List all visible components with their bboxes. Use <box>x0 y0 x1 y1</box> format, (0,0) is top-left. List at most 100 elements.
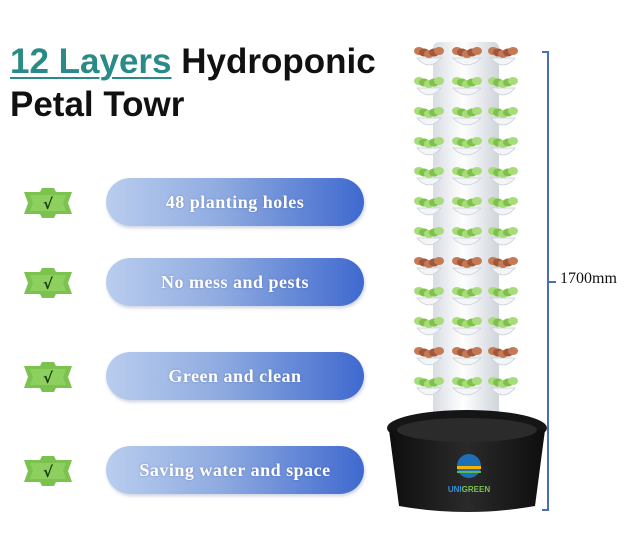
plant-leaf <box>508 107 518 115</box>
planting-cup <box>490 207 516 216</box>
plant-leaf <box>472 347 482 355</box>
plant-leaf <box>434 227 444 235</box>
height-dimension-bracket <box>542 51 556 511</box>
check-badge-icon: √ <box>24 456 72 486</box>
height-label: 1700mm <box>560 270 617 287</box>
feature-row-3: √ Green and clean <box>18 352 368 404</box>
plant-leaf <box>472 167 482 175</box>
title-accent: 12 Layers <box>10 42 172 81</box>
plant-leaf <box>472 137 482 145</box>
planting-cup <box>416 327 442 336</box>
plant-leaf <box>472 197 482 205</box>
check-symbol: √ <box>43 369 54 387</box>
planting-cup <box>416 87 442 96</box>
planting-cup <box>452 207 482 216</box>
planting-cup <box>490 357 516 366</box>
planting-cup <box>416 237 442 246</box>
planting-cup <box>416 207 442 216</box>
plant-leaf <box>508 47 518 55</box>
svg-text:UNIGREEN: UNIGREEN <box>448 485 490 494</box>
plant-leaf <box>434 47 444 55</box>
check-badge-icon: √ <box>24 188 72 218</box>
planting-cup <box>490 327 516 336</box>
brand-name-part2: GREEN <box>462 485 491 494</box>
planting-cup <box>416 267 442 276</box>
plant-leaf <box>434 197 444 205</box>
plant-leaf <box>434 287 444 295</box>
plant-leaf <box>508 347 518 355</box>
plant-layers <box>414 47 518 396</box>
planting-cup <box>452 117 482 126</box>
plant-leaf <box>508 227 518 235</box>
check-symbol: √ <box>43 275 54 293</box>
plant-leaf <box>508 377 518 385</box>
plant-leaf <box>508 197 518 205</box>
plant-leaf <box>508 137 518 145</box>
feature-row-2: √ No mess and pests <box>18 258 368 310</box>
feature-pill-2: No mess and pests <box>106 258 364 306</box>
plant-leaf <box>434 377 444 385</box>
planting-cup <box>452 237 482 246</box>
plant-leaf <box>508 167 518 175</box>
plant-leaf <box>472 257 482 265</box>
plant-leaf <box>472 107 482 115</box>
plant-leaf <box>472 47 482 55</box>
plant-leaf <box>472 377 482 385</box>
planting-cup <box>490 57 516 66</box>
plant-leaf <box>434 167 444 175</box>
plant-leaf <box>434 347 444 355</box>
planting-cup <box>452 387 482 396</box>
plant-leaf <box>472 317 482 325</box>
planting-cup <box>416 177 442 186</box>
check-badge-icon: √ <box>24 268 72 298</box>
tower-illustration: UNIGREEN <box>387 42 547 512</box>
plant-leaf <box>434 77 444 85</box>
planting-cup <box>490 87 516 96</box>
planting-cup <box>452 177 482 186</box>
plant-leaf <box>508 77 518 85</box>
planting-cup <box>452 87 482 96</box>
planting-cup <box>452 267 482 276</box>
planting-cup <box>490 117 516 126</box>
planting-cup <box>490 177 516 186</box>
planting-cup <box>452 147 482 156</box>
planting-cup <box>452 297 482 306</box>
plant-leaf <box>434 107 444 115</box>
plant-leaf <box>508 287 518 295</box>
check-badge-icon: √ <box>24 362 72 392</box>
plant-leaf <box>472 77 482 85</box>
planting-cup <box>416 57 442 66</box>
plant-leaf <box>434 137 444 145</box>
planting-cup <box>452 327 482 336</box>
brand-name-part1: UNI <box>448 485 462 494</box>
planting-cup <box>490 147 516 156</box>
plant-leaf <box>434 257 444 265</box>
plant-leaf <box>434 317 444 325</box>
plant-leaf <box>508 317 518 325</box>
plant-leaf <box>472 227 482 235</box>
feature-row-1: √ 48 planting holes <box>18 178 368 230</box>
title-rest: Hydroponic <box>171 42 376 81</box>
planting-cup <box>416 147 442 156</box>
feature-pill-4: Saving water and space <box>106 446 364 494</box>
feature-pill-1: 48 planting holes <box>106 178 364 226</box>
planting-cup <box>490 237 516 246</box>
title-line2: Petal Towr <box>10 85 185 124</box>
planting-cup <box>416 297 442 306</box>
check-symbol: √ <box>43 463 54 481</box>
feature-pill-3: Green and clean <box>106 352 364 400</box>
planting-cup <box>452 57 482 66</box>
planting-cup <box>490 267 516 276</box>
plant-leaf <box>508 257 518 265</box>
feature-row-4: √ Saving water and space <box>18 446 368 498</box>
unigreen-logo: UNIGREEN <box>448 454 490 494</box>
check-symbol: √ <box>43 195 54 213</box>
planting-cup <box>452 357 482 366</box>
plant-leaf <box>472 287 482 295</box>
planting-cup <box>490 387 516 396</box>
planting-cup <box>416 387 442 396</box>
planting-cup <box>416 117 442 126</box>
planting-cup <box>416 357 442 366</box>
planting-cup <box>490 297 516 306</box>
